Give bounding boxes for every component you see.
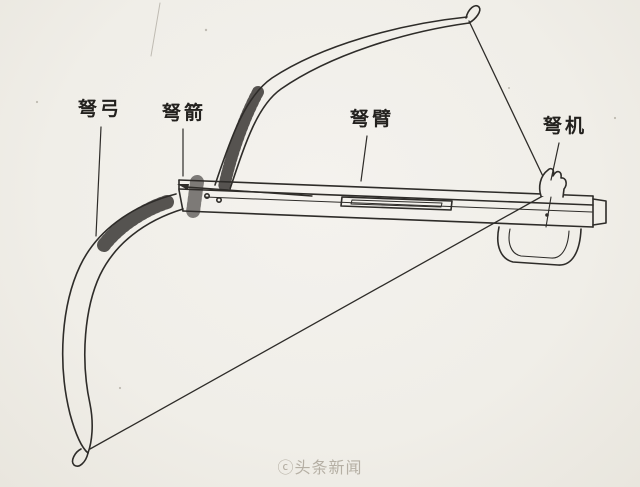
bow-lower-limb bbox=[61, 193, 184, 467]
label-arm: 弩臂 bbox=[350, 108, 395, 130]
label-bow: 弩弓 bbox=[78, 98, 123, 120]
lower-tip-nock bbox=[71, 448, 89, 467]
stock-binding bbox=[186, 175, 204, 219]
label-trigger: 弩机 bbox=[543, 115, 588, 137]
arrow-head bbox=[177, 184, 189, 190]
leader-trigger bbox=[550, 142, 560, 181]
lower-limb-binding bbox=[97, 195, 174, 252]
trigger-nut bbox=[538, 167, 567, 198]
bowstring bbox=[89, 20, 550, 450]
arrow-bolt bbox=[177, 184, 313, 197]
label-arrow: 弩箭 bbox=[162, 102, 207, 124]
upper-limb-binding bbox=[218, 86, 264, 193]
leader-lines bbox=[95, 126, 560, 237]
scan-artifacts bbox=[35, 2, 617, 390]
leader-bow bbox=[95, 126, 102, 237]
leader-arm bbox=[360, 135, 368, 182]
stock-end-cap bbox=[592, 198, 607, 226]
bow-upper-limb bbox=[214, 4, 481, 193]
trigger-mechanism bbox=[538, 167, 567, 228]
upper-tip-nock bbox=[465, 4, 481, 24]
grip bbox=[497, 226, 582, 266]
stock-peg bbox=[204, 193, 211, 200]
stock-peg bbox=[216, 197, 223, 204]
stock-slot bbox=[340, 196, 453, 211]
watermark: ⓒ头条新闻 bbox=[277, 458, 363, 477]
